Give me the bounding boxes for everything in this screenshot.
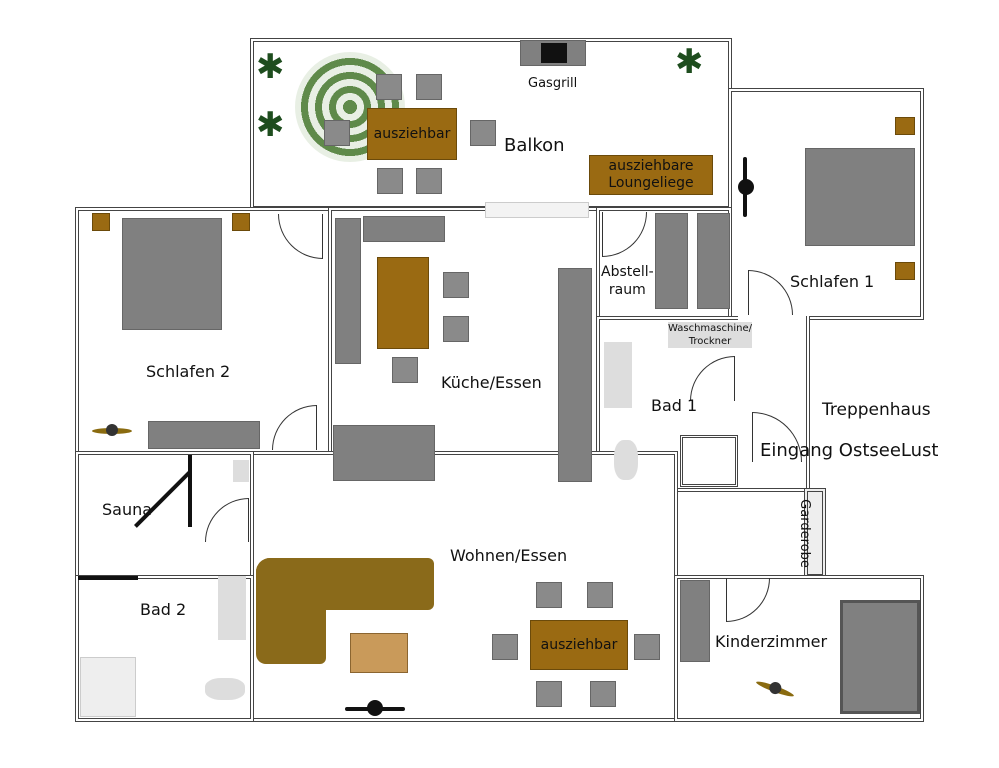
chair [416,168,442,194]
nightstand [92,213,110,231]
nightstand [232,213,250,231]
ceiling-fan-icon [345,700,405,716]
wardrobe [655,213,688,309]
chair [536,582,562,608]
chair [587,582,613,608]
balcony-door [485,202,589,218]
toilet [614,440,638,480]
sink [233,460,249,482]
sink [604,342,632,408]
corner-sofa [256,558,326,664]
dresser [148,421,260,449]
waschmaschine-label: Waschmaschine/ Trockner [668,322,752,348]
balkon-label: Balkon [504,135,565,156]
lounge-chair: ausziehbare Loungeliege [589,155,713,195]
kinderzimmer-label: Kinderzimmer [715,632,828,651]
wardrobe [697,213,730,309]
ceiling-fan-icon [743,157,747,217]
counter [363,216,445,242]
sauna-label: Sauna [102,500,153,519]
chair [392,357,418,383]
shower [680,435,738,487]
bad-1-label: Bad 1 [651,396,698,415]
schlafen-2-label: Schlafen 2 [146,362,231,381]
wardrobe [680,580,710,662]
sauna-diagonal-wall [188,455,192,527]
shower [80,657,136,717]
double-bed [805,148,915,246]
bad-2-label: Bad 2 [140,600,187,619]
garderobe-label: Garderobe [796,499,812,568]
coffee-table [350,633,408,673]
schlafen-1-label: Schlafen 1 [790,272,875,291]
counter [558,268,592,482]
balkon-table: ausziehbar [367,108,457,160]
chair [443,272,469,298]
chair [416,74,442,100]
dining-table: ausziehbar [530,620,628,670]
nightstand [895,262,915,280]
chair [492,634,518,660]
chair [536,681,562,707]
kueche-label: Küche/Essen [441,373,542,392]
chair [590,681,616,707]
chair [376,74,402,100]
abstellraum-label: Abstell- raum [601,264,654,299]
kitchen-island [333,425,435,481]
sauna-bottom-wall [78,576,138,580]
chair [470,120,496,146]
chair [377,168,403,194]
chair [634,634,660,660]
bed [840,600,920,714]
plant-icon: ✱ [256,47,285,87]
chair [443,316,469,342]
plant-icon: ✱ [256,105,285,145]
gasgrill-label: Gasgrill [528,76,578,91]
lamp-icon [92,424,132,436]
double-bed [122,218,222,330]
gasgrill [520,40,586,66]
dining-table [377,257,429,349]
counter [335,218,361,364]
double-sink [218,576,246,640]
chair [324,120,350,146]
nightstand [895,117,915,135]
wohnen-label: Wohnen/Essen [450,546,568,565]
treppenhaus-label: Treppenhaus [822,400,931,420]
toilet [205,678,245,700]
eingang-label: Eingang OstseeLust [760,440,939,461]
plant-icon: ✱ [675,42,704,82]
